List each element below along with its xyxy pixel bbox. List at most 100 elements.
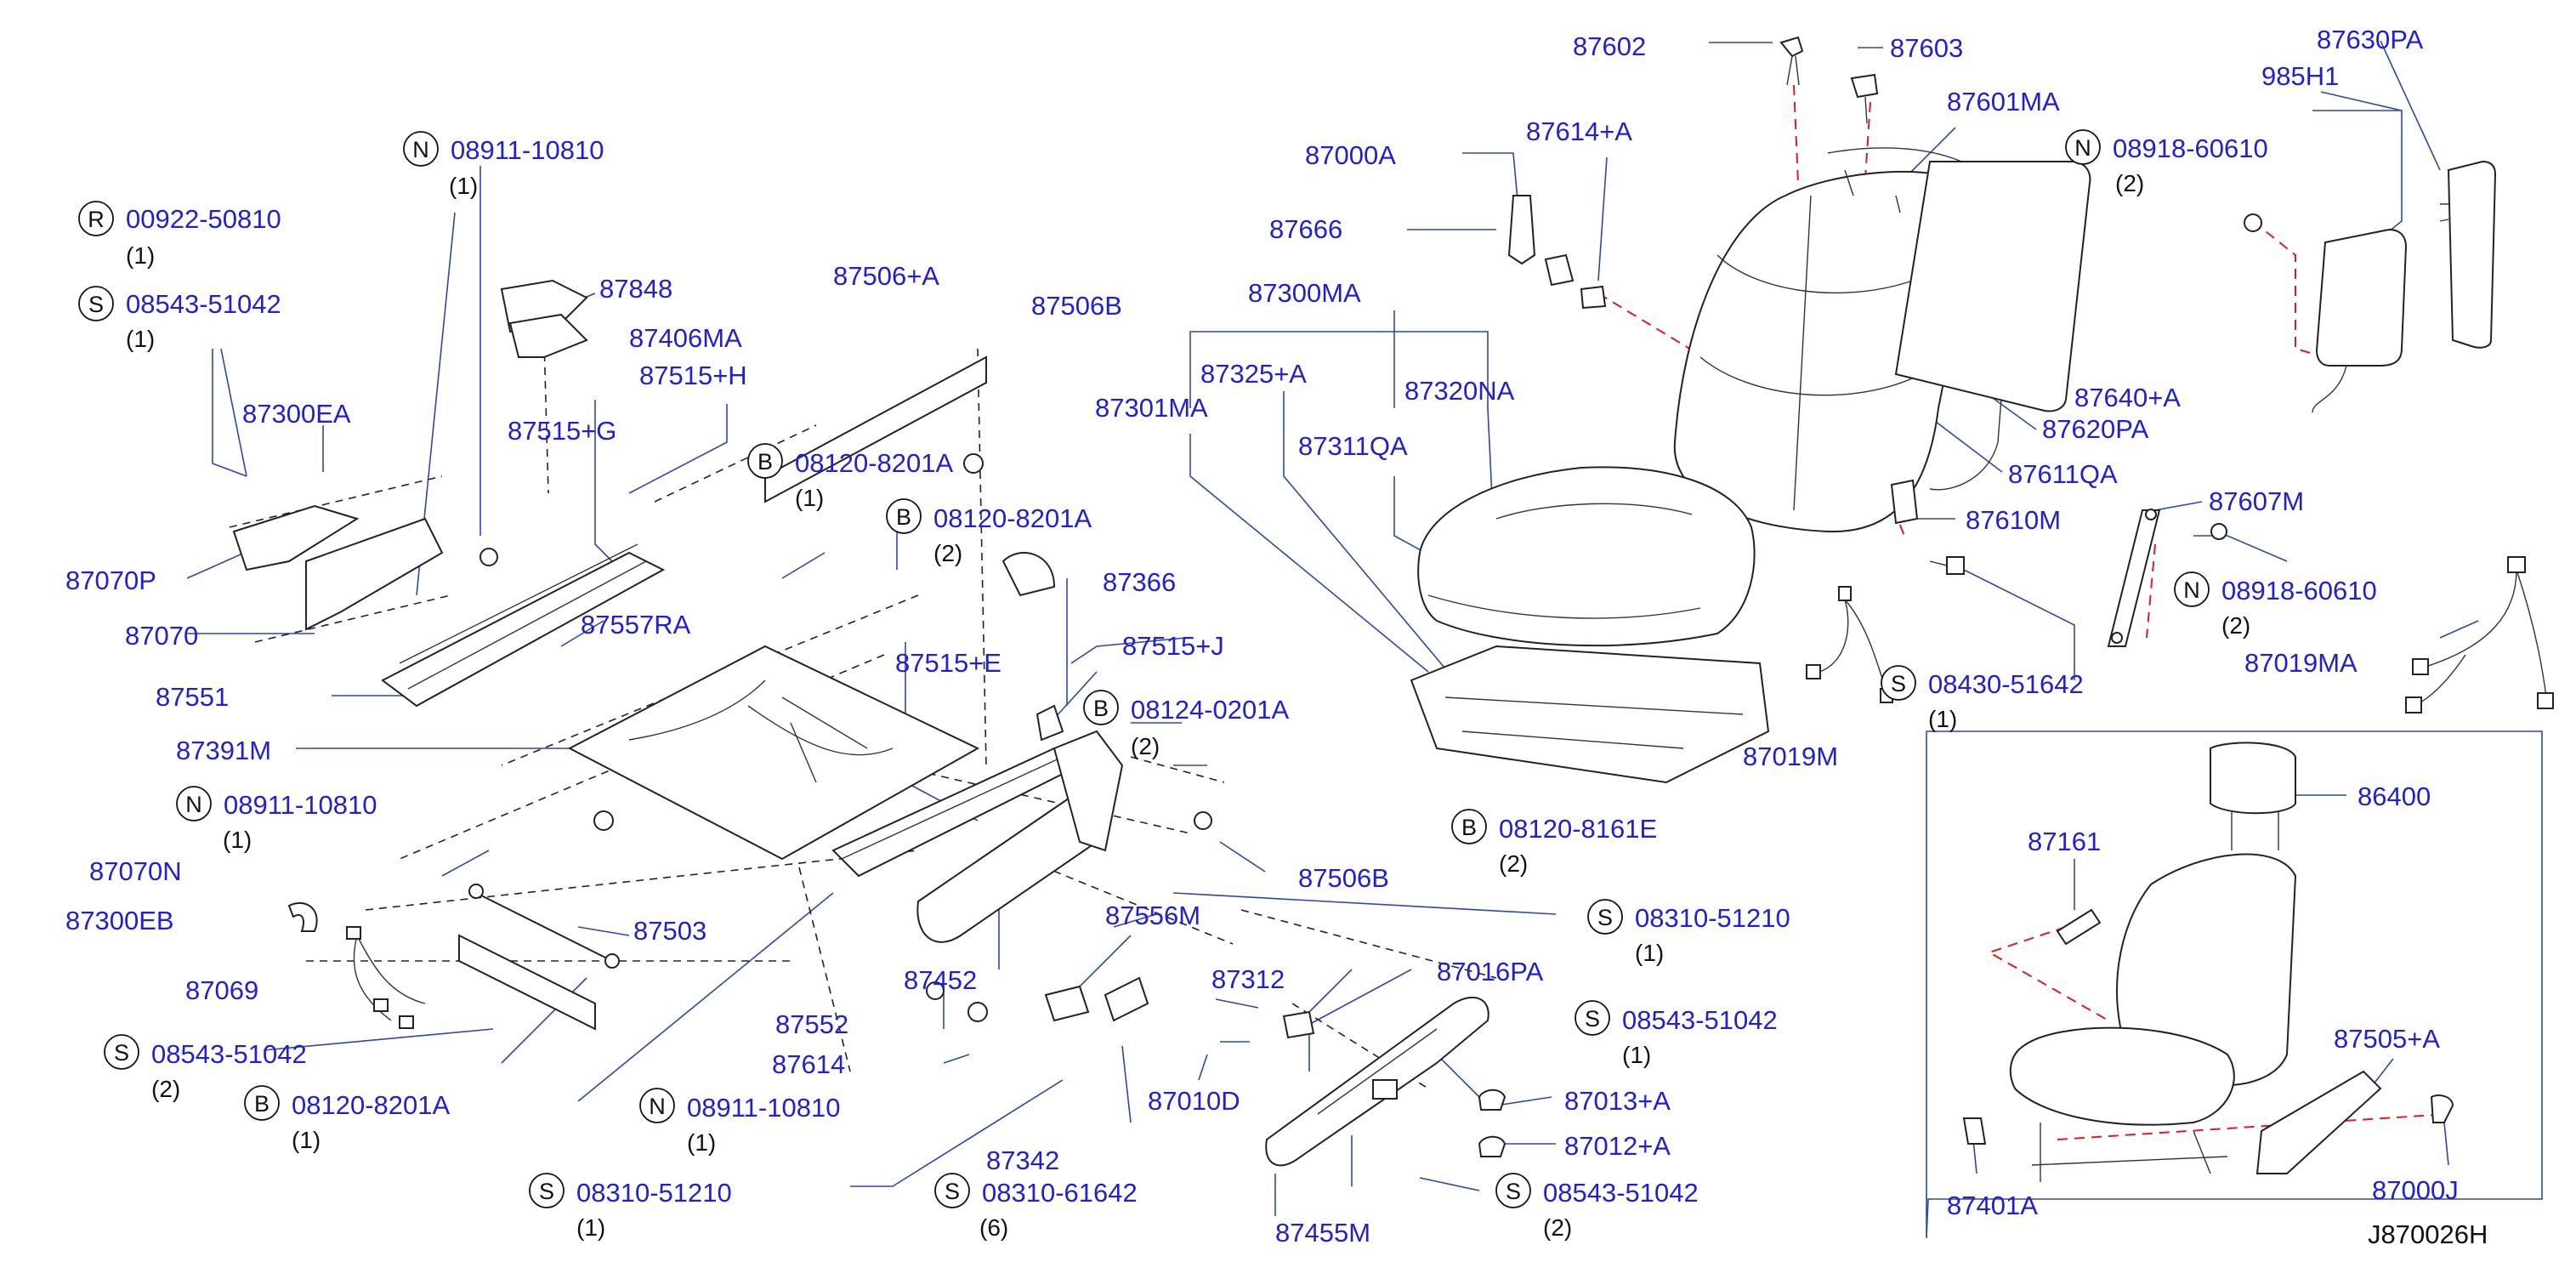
fastener-code: S xyxy=(1506,1179,1521,1204)
fastener-code: S xyxy=(1891,671,1906,696)
part-label-87452: 87452 xyxy=(904,965,977,995)
fastener-qty: (1) xyxy=(126,326,155,352)
fastener-number: 08918-60610 xyxy=(2113,134,2268,163)
fastener-qty: (2) xyxy=(2115,170,2144,196)
fastener-code: N xyxy=(412,137,429,162)
part-label-87000A: 87000A xyxy=(1305,140,1396,170)
fastener-qty: (2) xyxy=(1499,850,1528,877)
fastener-number: 08310-51210 xyxy=(1635,903,1790,933)
part-label-87401A: 87401A xyxy=(1947,1191,2038,1220)
part-label-985H1: 985H1 xyxy=(2261,61,2339,91)
part-label-87000J: 87000J xyxy=(2372,1175,2459,1205)
fastener-qty: (1) xyxy=(1635,940,1664,966)
part-labels: 87602 87603 87630PA 985H1 87601MA 87000A… xyxy=(65,25,2459,1248)
fastener-number: 08430-51642 xyxy=(1928,669,2084,699)
part-label-87848: 87848 xyxy=(599,274,672,304)
fastener-number: 08310-61642 xyxy=(982,1178,1138,1208)
part-label-87342: 87342 xyxy=(986,1145,1059,1175)
part-label-87614: 87614 xyxy=(772,1049,845,1079)
part-label-87607M: 87607M xyxy=(2209,486,2304,516)
fastener-number: 08918-60610 xyxy=(2221,576,2377,605)
part-label-87070P: 87070P xyxy=(65,566,156,595)
fastener-code: B xyxy=(757,449,773,475)
part-label-87620PA: 87620PA xyxy=(2042,414,2149,444)
fastener-callouts: N 08911-10810 (1) R 00922-50810 (1) S 08… xyxy=(78,129,2377,1241)
part-label-87301MA: 87301MA xyxy=(1095,393,1208,423)
fastener-code: N xyxy=(2074,135,2091,161)
part-label-87666: 87666 xyxy=(1269,214,1342,244)
fastener-qty: (1) xyxy=(576,1214,605,1241)
part-label-87391M: 87391M xyxy=(176,736,271,765)
fastener-number: 08120-8201A xyxy=(795,448,953,478)
part-label-87161: 87161 xyxy=(2028,827,2101,856)
fastener-qty: (2) xyxy=(151,1076,180,1102)
part-drawings xyxy=(232,36,2554,1182)
fastener-number: 08120-8201A xyxy=(933,503,1092,533)
fastener-number: 08310-51210 xyxy=(576,1178,732,1208)
part-label-87640A: 87640+A xyxy=(2074,383,2181,412)
part-label-87300EB: 87300EB xyxy=(65,906,174,935)
part-label-87614A: 87614+A xyxy=(1526,117,1632,146)
part-label-87300MA: 87300MA xyxy=(1248,278,1361,308)
fastener-code: S xyxy=(539,1179,554,1204)
fastener-number: 08120-8201A xyxy=(292,1090,450,1120)
part-label-87557RA: 87557RA xyxy=(581,610,691,640)
part-label-87325A: 87325+A xyxy=(1200,359,1307,389)
fastener-code: S xyxy=(88,292,104,317)
fastener-qty: (1) xyxy=(1928,706,1957,732)
fastener-code: S xyxy=(1597,905,1613,930)
fastener-qty: (2) xyxy=(2221,612,2250,639)
part-label-87069: 87069 xyxy=(185,975,258,1005)
fastener-code: B xyxy=(1461,815,1477,840)
fastener-number: 08124-0201A xyxy=(1131,695,1289,725)
fastener-number: 08911-10810 xyxy=(687,1093,840,1123)
fastener-code: N xyxy=(2183,577,2200,603)
fastener-number: 00922-50810 xyxy=(126,204,281,234)
part-label-87406MA: 87406MA xyxy=(629,323,742,353)
part-label-87603: 87603 xyxy=(1890,33,1963,63)
part-label-87515H: 87515+H xyxy=(639,361,747,390)
part-label-87506A: 87506+A xyxy=(833,261,939,291)
part-label-87630PA: 87630PA xyxy=(2317,25,2424,54)
fastener-code: B xyxy=(896,504,911,530)
part-label-87300EA: 87300EA xyxy=(242,399,351,429)
fastener-code: N xyxy=(649,1094,666,1119)
part-label-87515G: 87515+G xyxy=(508,416,616,446)
part-label-87601MA: 87601MA xyxy=(1947,87,2060,117)
part-label-87506B-bottom: 87506B xyxy=(1298,863,1389,893)
fastener-qty: (1) xyxy=(292,1127,321,1153)
part-label-87019M: 87019M xyxy=(1743,742,1838,771)
part-label-87503: 87503 xyxy=(633,916,706,946)
fastener-number: 08543-51042 xyxy=(1543,1178,1699,1208)
fastener-code: R xyxy=(88,207,105,232)
fastener-code: N xyxy=(185,792,202,817)
part-label-87312: 87312 xyxy=(1211,964,1285,994)
fastener-number: 08911-10810 xyxy=(224,790,377,820)
part-label-87455M: 87455M xyxy=(1275,1218,1370,1248)
diagram-reference-code: J870026H xyxy=(2368,1219,2488,1249)
part-label-87013A: 87013+A xyxy=(1564,1086,1671,1116)
part-label-87019MA: 87019MA xyxy=(2244,648,2358,678)
part-label-87366: 87366 xyxy=(1103,567,1176,597)
part-label-87551: 87551 xyxy=(156,682,229,712)
fastener-qty: (2) xyxy=(1131,733,1160,759)
part-label-87515J: 87515+J xyxy=(1122,631,1224,661)
fastener-number: 08911-10810 xyxy=(451,135,604,165)
fastener-qty: (2) xyxy=(1543,1214,1572,1241)
fastener-qty: (6) xyxy=(979,1214,1008,1241)
part-label-87311QA: 87311QA xyxy=(1298,431,1408,461)
part-label-87010D: 87010D xyxy=(1148,1086,1240,1116)
fastener-qty: (1) xyxy=(223,827,252,853)
fastener-qty: (1) xyxy=(126,242,155,269)
fastener-code: S xyxy=(114,1040,129,1066)
fastener-number: 08543-51042 xyxy=(126,289,281,319)
part-label-87552: 87552 xyxy=(775,1009,848,1039)
fastener-number: 08543-51042 xyxy=(151,1039,307,1069)
part-label-87611QA: 87611QA xyxy=(2008,459,2118,489)
part-label-87556M: 87556M xyxy=(1105,901,1200,930)
part-label-87012A: 87012+A xyxy=(1564,1131,1671,1161)
fastener-qty: (1) xyxy=(795,485,824,511)
part-label-87610M: 87610M xyxy=(1966,505,2061,535)
part-label-87070N: 87070N xyxy=(89,856,182,886)
